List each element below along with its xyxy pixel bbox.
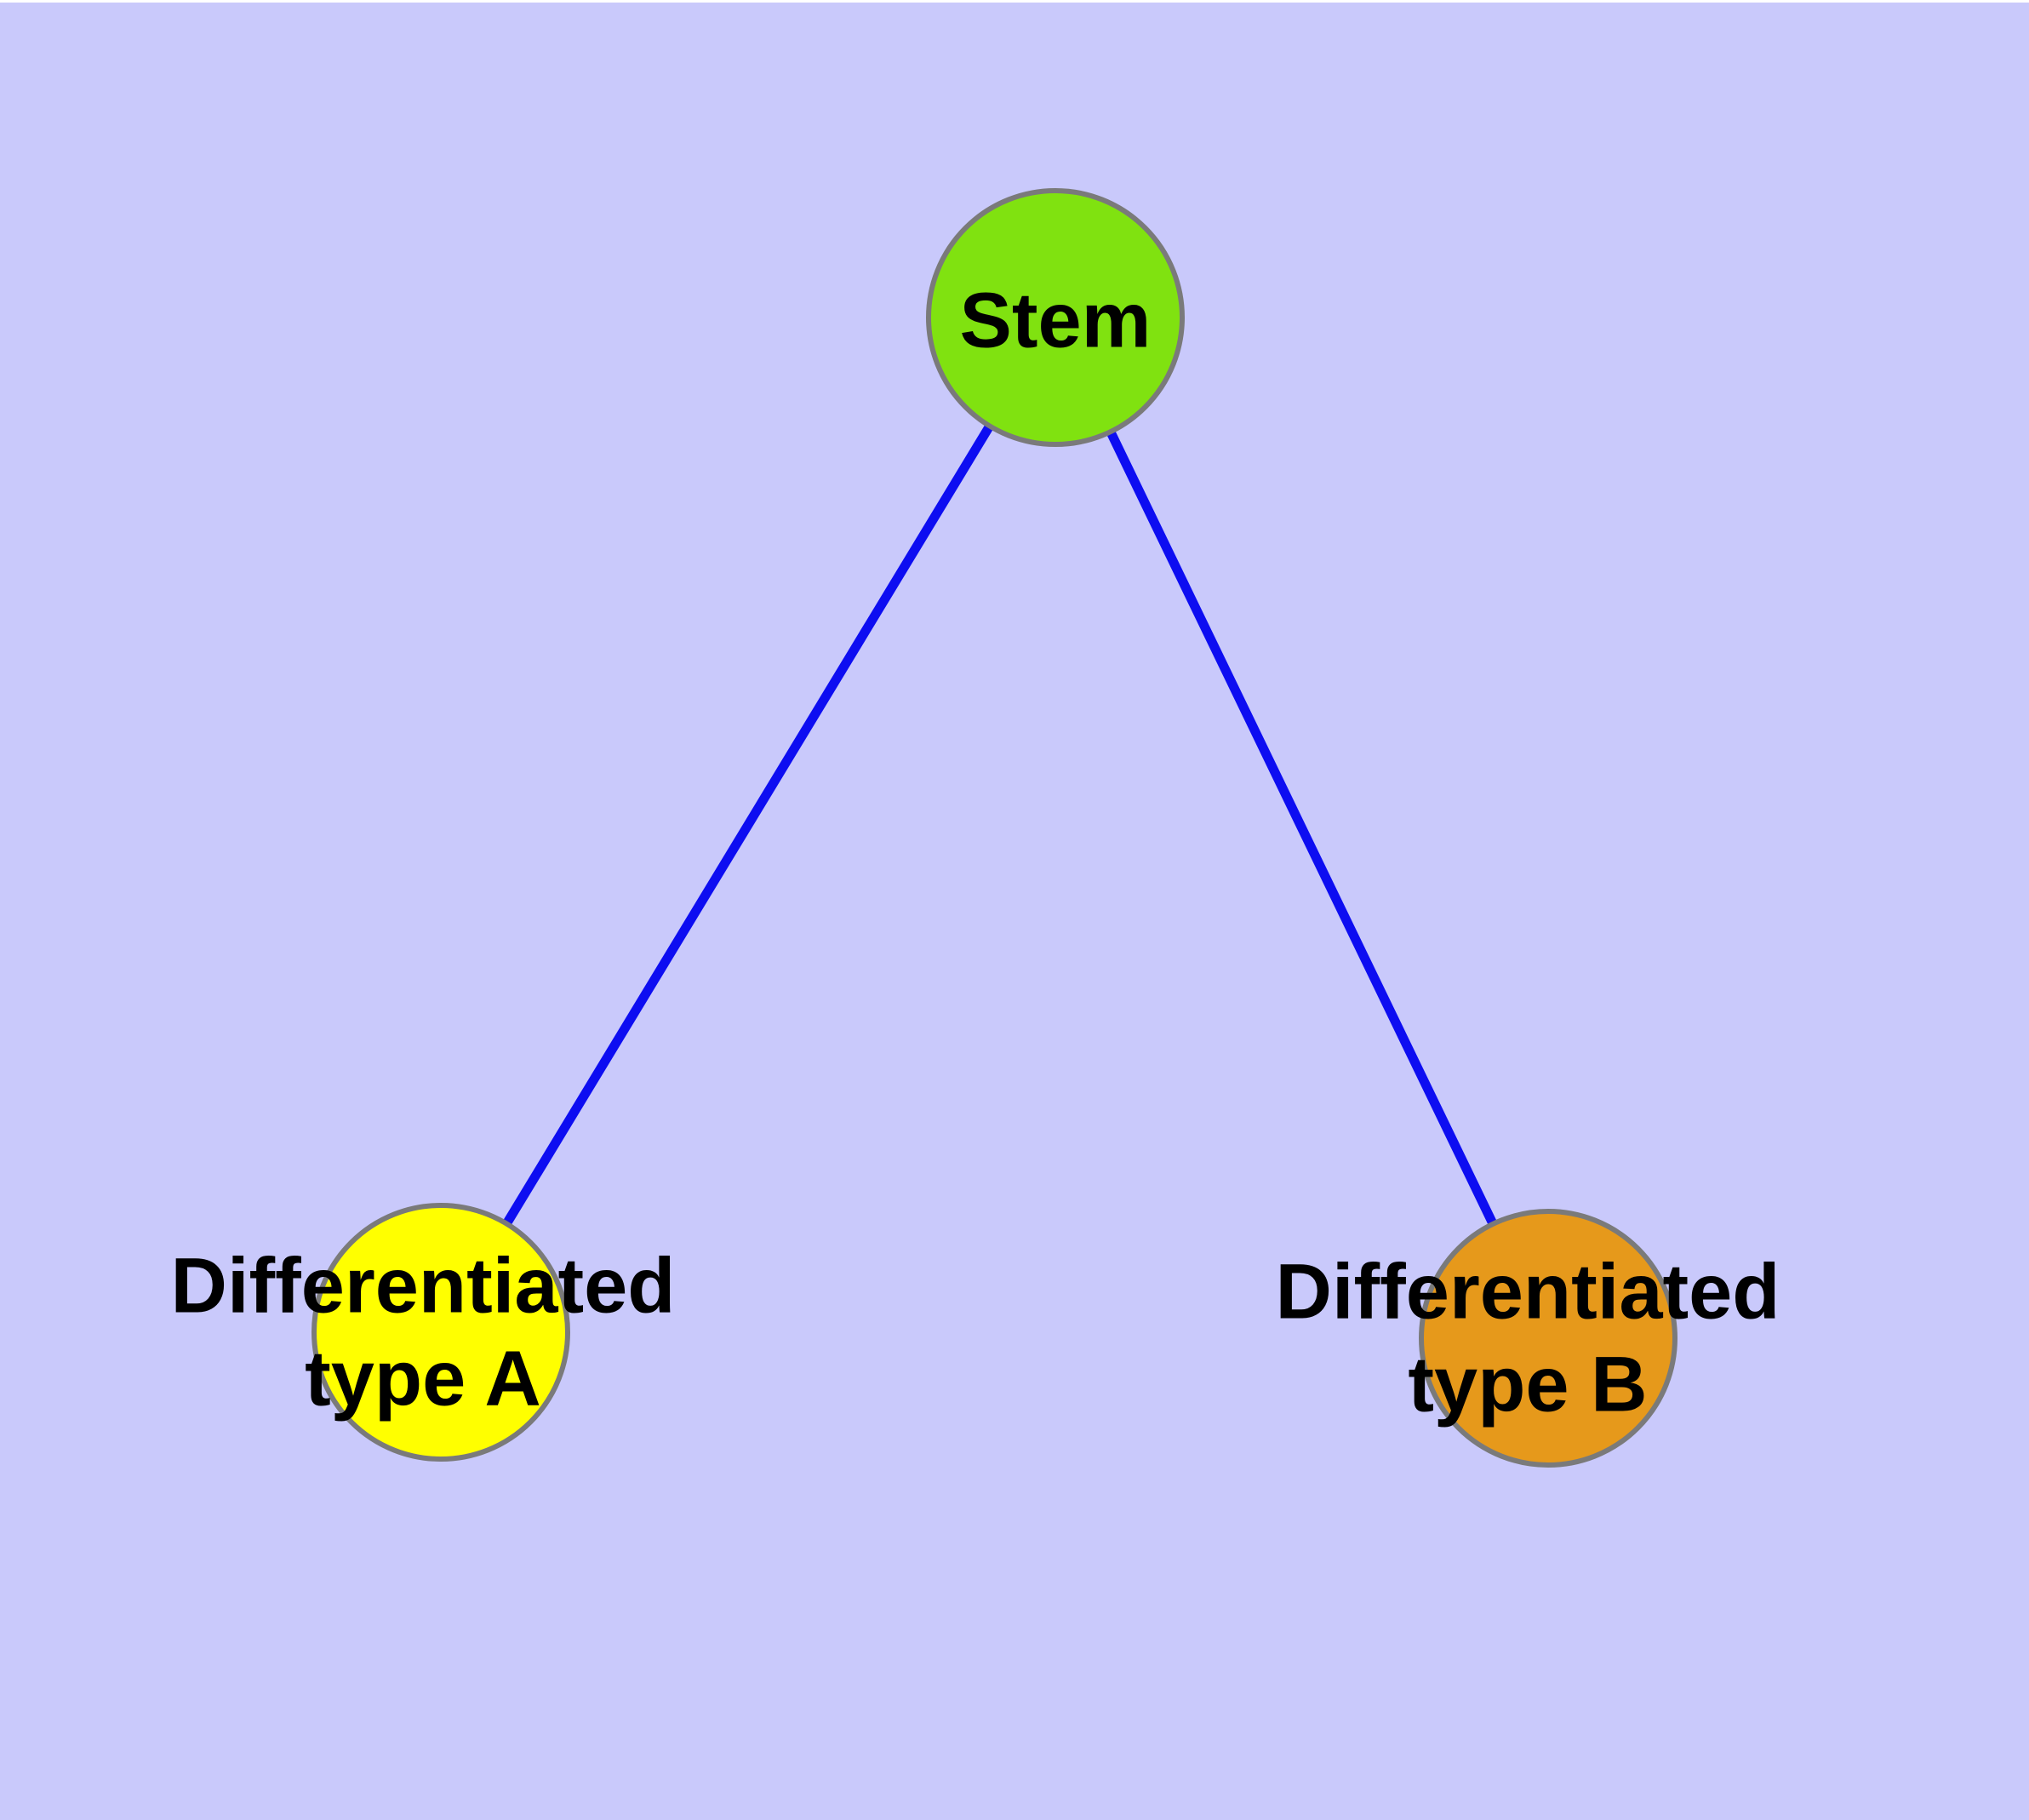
stem-node[interactable] xyxy=(926,188,1185,447)
differentiated-type-a-node[interactable] xyxy=(311,1203,570,1462)
edge-stem-to-type-b xyxy=(1051,315,1552,1341)
edge-stem-to-type-a xyxy=(437,315,1060,1335)
differentiated-type-b-node[interactable] xyxy=(1419,1209,1677,1468)
top-margin-strip xyxy=(0,0,2029,3)
